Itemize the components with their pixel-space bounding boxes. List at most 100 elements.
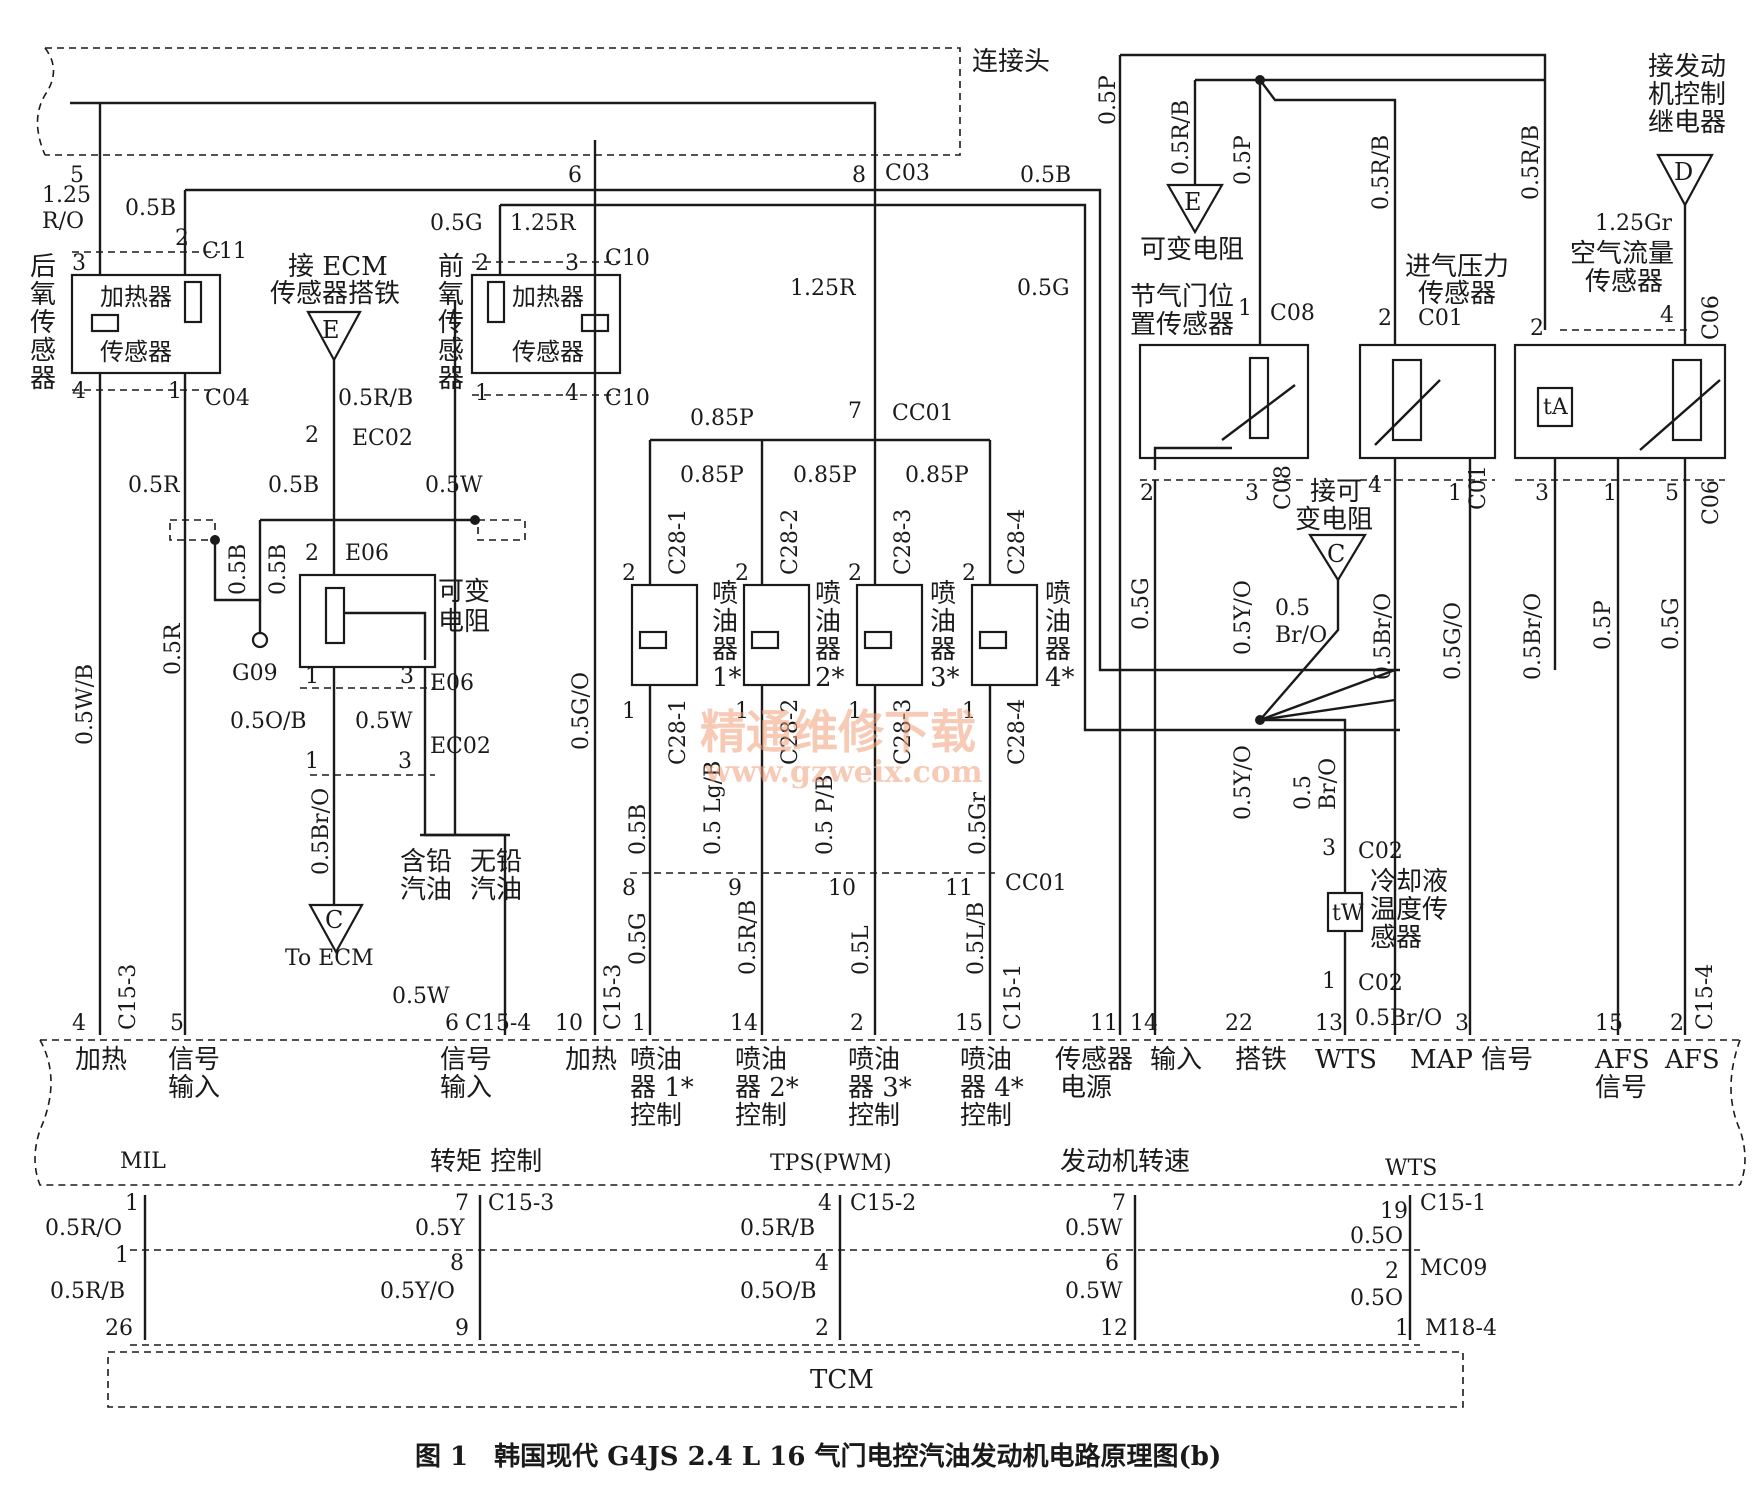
svg-text:C28-1: C28-1 [666, 509, 691, 575]
svg-text:器: 器 [712, 635, 738, 665]
svg-text:6: 6 [568, 163, 582, 188]
svg-text:0.5Br/O: 0.5Br/O [309, 788, 334, 875]
svg-text:0.5R: 0.5R [161, 622, 186, 675]
svg-text:2: 2 [850, 1011, 864, 1036]
svg-text:喷油: 喷油 [630, 1045, 682, 1075]
svg-text:0.5Y: 0.5Y [415, 1216, 465, 1241]
svg-text:22: 22 [1225, 1011, 1253, 1036]
map-sensor: 进气压力 传感器 [1358, 252, 1509, 460]
svg-text:加热器: 加热器 [512, 283, 584, 311]
svg-text:1: 1 [1395, 1316, 1409, 1341]
svg-text:0.5W: 0.5W [1065, 1216, 1123, 1241]
svg-text:MAP 信号: MAP 信号 [1410, 1045, 1533, 1075]
svg-text:0.5Br/O: 0.5Br/O [1355, 1006, 1442, 1031]
svg-text:1: 1 [632, 1011, 646, 1036]
svg-text:14: 14 [730, 1011, 758, 1036]
svg-text:电源: 电源 [1060, 1073, 1112, 1103]
svg-text:4: 4 [72, 1011, 86, 1036]
svg-text:喷: 喷 [712, 579, 738, 609]
svg-text:继电器: 继电器 [1648, 108, 1726, 138]
svg-text:10: 10 [828, 876, 856, 901]
svg-text:C10: C10 [605, 246, 650, 271]
svg-text:CC01: CC01 [1005, 871, 1067, 896]
svg-text:2: 2 [962, 561, 976, 586]
svg-text:1: 1 [962, 699, 976, 724]
svg-text:C: C [1327, 540, 1345, 568]
svg-text:26: 26 [105, 1316, 133, 1341]
svg-text:5: 5 [70, 163, 84, 188]
svg-text:C15-1: C15-1 [1420, 1191, 1486, 1216]
svg-text:7: 7 [455, 1191, 469, 1216]
svg-text:0.85P: 0.85P [680, 463, 744, 488]
svg-text:器 1*: 器 1* [630, 1073, 694, 1103]
svg-text:C06: C06 [1699, 480, 1724, 525]
tcm-label: TCM [810, 1365, 874, 1395]
svg-text:0.5W/B: 0.5W/B [73, 664, 98, 745]
svg-text:0.5B: 0.5B [266, 544, 291, 595]
svg-text:输入: 输入 [440, 1073, 492, 1103]
svg-text:传感器: 传感器 [1585, 267, 1663, 297]
svg-text:AFS: AFS [1664, 1045, 1720, 1075]
svg-text:器: 器 [438, 364, 464, 394]
svg-text:1: 1 [125, 1191, 139, 1216]
svg-text:0.85P: 0.85P [905, 463, 969, 488]
svg-text:0.5W: 0.5W [355, 709, 413, 734]
svg-text:12: 12 [1100, 1316, 1128, 1341]
svg-text:信号: 信号 [440, 1045, 492, 1075]
svg-text:接可: 接可 [1310, 477, 1362, 507]
rear-o2-sensor: 加热器 传感器 后 氧 传 感 器 [30, 252, 222, 394]
svg-text:0.5B: 0.5B [1020, 163, 1071, 188]
svg-text:电阻: 电阻 [438, 607, 490, 637]
svg-text:加热: 加热 [565, 1045, 617, 1075]
svg-text:传感器: 传感器 [512, 338, 584, 366]
svg-text:CC01: CC01 [892, 401, 954, 426]
svg-text:Br/O: Br/O [1316, 758, 1341, 810]
svg-text:1*: 1* [712, 663, 742, 693]
svg-text:11: 11 [945, 876, 973, 901]
svg-text:15: 15 [955, 1011, 983, 1036]
svg-text:0.5G: 0.5G [1129, 577, 1154, 630]
svg-text:进气压力: 进气压力 [1405, 252, 1509, 282]
svg-text:传感器: 传感器 [1055, 1045, 1133, 1075]
svg-text:接 ECM: 接 ECM [288, 252, 388, 282]
svg-text:感: 感 [30, 336, 56, 366]
svg-text:0.85P: 0.85P [793, 463, 857, 488]
svg-text:加热器: 加热器 [100, 283, 172, 311]
svg-text:C15-3: C15-3 [488, 1191, 554, 1216]
svg-text:机控制: 机控制 [1648, 80, 1726, 110]
svg-text:1: 1 [1603, 481, 1617, 506]
svg-text:C28-3: C28-3 [891, 509, 916, 575]
svg-text:0.5G/O: 0.5G/O [1441, 602, 1466, 680]
svg-text:喷油: 喷油 [960, 1045, 1012, 1075]
svg-text:R/O: R/O [42, 209, 84, 234]
svg-text:节气门位: 节气门位 [1130, 282, 1234, 312]
svg-text:0.5W: 0.5W [392, 984, 450, 1009]
svg-text:tA: tA [1543, 395, 1569, 420]
svg-text:0.5: 0.5 [1275, 596, 1310, 621]
svg-text:C02: C02 [1358, 971, 1403, 996]
svg-text:9: 9 [728, 876, 742, 901]
svg-text:0.5R/B: 0.5R/B [740, 1216, 815, 1241]
svg-text:0.5R/B: 0.5R/B [1519, 125, 1544, 200]
svg-text:3: 3 [72, 251, 86, 276]
svg-text:器: 器 [930, 635, 956, 665]
svg-text:0.5W: 0.5W [1065, 1279, 1123, 1304]
svg-text:0.5B: 0.5B [125, 196, 176, 221]
svg-text:温度传: 温度传 [1370, 895, 1448, 925]
watermark-cn: 精通维修下载 [700, 705, 976, 759]
svg-text:2: 2 [735, 561, 749, 586]
svg-text:C01: C01 [1418, 306, 1463, 331]
svg-text:3*: 3* [930, 663, 960, 693]
svg-text:0.5O/B: 0.5O/B [740, 1279, 817, 1304]
svg-text:1: 1 [168, 379, 182, 404]
svg-text:1: 1 [475, 381, 489, 406]
svg-text:2: 2 [815, 1316, 829, 1341]
svg-text:1: 1 [848, 699, 862, 724]
svg-text:1: 1 [1448, 481, 1462, 506]
svg-text:E06: E06 [430, 671, 474, 696]
svg-text:搭铁: 搭铁 [1235, 1045, 1287, 1075]
svg-text:4*: 4* [1045, 663, 1075, 693]
